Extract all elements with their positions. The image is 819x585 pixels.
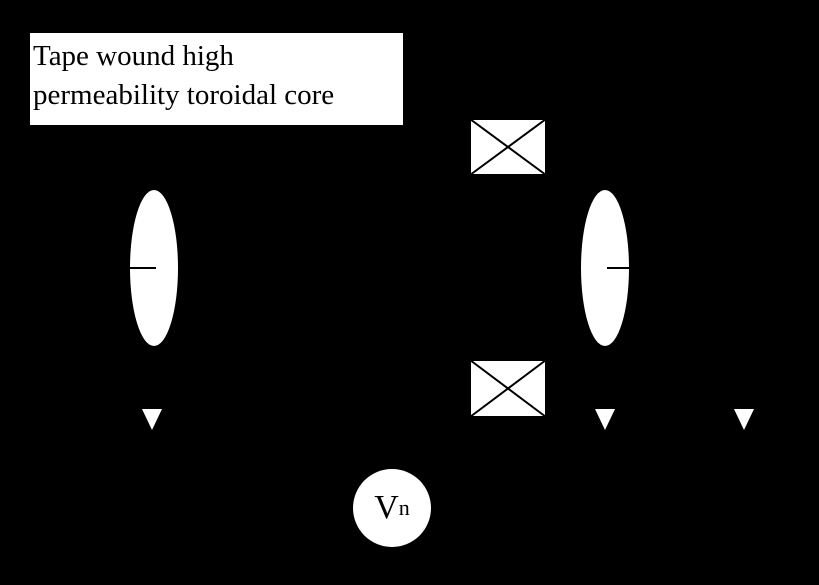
middle-ground-triangle-icon — [595, 409, 615, 430]
left-toroid-ellipse-icon — [128, 190, 178, 346]
core-callout-text: Tape wound high permeability toroidal co… — [33, 37, 334, 115]
upper-winding-crossed-box-icon — [469, 118, 547, 176]
voltage-source-circle-icon — [353, 469, 431, 547]
core-callout-box: Tape wound high permeability toroidal co… — [30, 33, 403, 125]
core-callout-line-1: Tape wound high — [33, 40, 234, 72]
voltage-source-symbol: V — [374, 489, 399, 526]
scope-label: 50 ohm scope — [688, 250, 786, 326]
scope-label-line-1: 50 ohm — [693, 253, 781, 285]
voltage-source-subscript: n — [398, 495, 410, 520]
left-ground-triangle-icon — [142, 409, 162, 430]
left-termination-value: 50 — [43, 181, 72, 213]
left-termination-label: 50 ohms — [20, 178, 95, 254]
core-callout-line-2: permeability toroidal core — [33, 79, 335, 111]
right-toroid-ellipse-icon — [581, 190, 631, 346]
left-termination-unit: ohms — [26, 219, 89, 251]
lower-winding-crossed-box-icon — [469, 359, 547, 418]
scope-label-line-2: scope — [703, 291, 771, 323]
right-ground-triangle-icon — [734, 409, 754, 430]
